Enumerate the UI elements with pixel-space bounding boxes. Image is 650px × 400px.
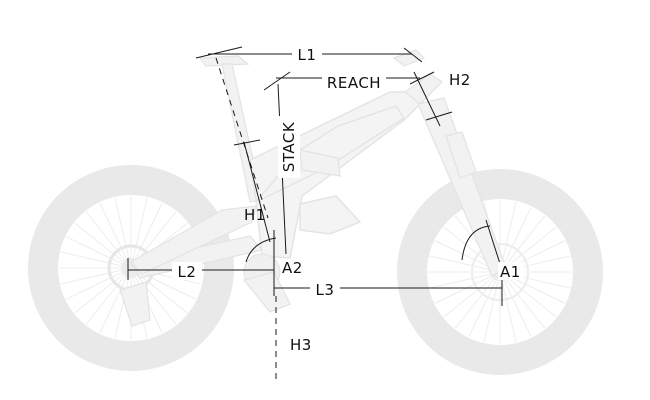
l2-label: L2 xyxy=(178,263,197,281)
a2-angle: A2 xyxy=(245,230,303,277)
a2-label: A2 xyxy=(282,259,303,277)
h2-dimension: H2 xyxy=(413,71,471,127)
spoke xyxy=(85,267,132,325)
chainstay xyxy=(130,235,264,279)
stack-label: STACK xyxy=(280,121,298,172)
h3-label: H3 xyxy=(290,336,312,354)
l1-tick-right xyxy=(403,47,423,63)
reach-tick-left xyxy=(263,71,291,91)
h1-tick-top xyxy=(233,139,261,146)
rear-tyre xyxy=(28,165,234,371)
spoke xyxy=(499,206,532,273)
bike-silhouette xyxy=(28,49,603,375)
spoke xyxy=(99,267,132,334)
h2-label: H2 xyxy=(449,71,471,89)
reach-dimension: REACH xyxy=(263,70,435,92)
h1-label: H1 xyxy=(244,206,266,224)
a2-arc xyxy=(245,237,277,263)
l2-label-bg xyxy=(172,262,202,280)
fork-stanchion xyxy=(445,131,477,179)
spoke xyxy=(468,271,501,338)
stack-dimension: STACK xyxy=(277,83,300,255)
front-wheel xyxy=(397,169,603,375)
a1-label: A1 xyxy=(500,263,521,281)
motor-housing xyxy=(299,195,362,235)
a1-arc xyxy=(461,225,491,261)
seatstay xyxy=(130,205,257,275)
front-rotor xyxy=(471,243,529,301)
spoke xyxy=(443,271,501,318)
spoke xyxy=(130,202,163,269)
reach-tick-right xyxy=(409,71,435,85)
derailleur xyxy=(119,281,151,327)
spoke xyxy=(99,202,132,269)
l1-dimension: L1 xyxy=(195,44,423,64)
spoke xyxy=(74,267,132,314)
h1-line xyxy=(243,141,271,243)
handlebar xyxy=(392,49,426,67)
spoke xyxy=(114,197,132,269)
spoke xyxy=(60,251,132,269)
dimension-lines: L1 REACH H2 STACK H1 xyxy=(127,44,524,382)
spoke xyxy=(85,211,132,269)
h1-dimension: H1 xyxy=(233,139,271,243)
l1-tick-left xyxy=(195,46,243,59)
front-tyre xyxy=(397,169,603,375)
crank-arm xyxy=(242,271,291,313)
l1-label-bg xyxy=(292,44,322,64)
rear-shock xyxy=(299,149,341,177)
spoke xyxy=(454,271,501,329)
l1-label: L1 xyxy=(298,46,317,64)
reach-label-bg xyxy=(322,70,386,90)
reach-label: REACH xyxy=(327,74,381,92)
a1-axis xyxy=(485,219,503,271)
spoke xyxy=(130,267,177,325)
l3-dimension: L3 xyxy=(274,280,503,306)
stack-label-bg xyxy=(278,116,300,178)
l3-label-bg xyxy=(310,280,340,298)
spoke xyxy=(74,222,132,269)
spoke xyxy=(429,255,501,273)
h3-dimension: H3 xyxy=(275,296,312,382)
spoke xyxy=(65,267,132,300)
spoke xyxy=(499,271,546,329)
spoke xyxy=(130,197,148,269)
spoke xyxy=(60,267,132,285)
spoke xyxy=(499,271,517,343)
spoke xyxy=(429,271,501,289)
h2-tick-bottom xyxy=(425,111,453,121)
spoke xyxy=(65,236,132,269)
l2-dimension: L2 xyxy=(127,256,275,296)
spoke xyxy=(483,271,501,343)
a1-angle: A1 xyxy=(461,219,524,281)
l3-label: L3 xyxy=(316,281,335,299)
stem xyxy=(404,73,443,105)
front-spokes xyxy=(428,200,572,344)
spoke xyxy=(499,271,532,338)
rear-wheel xyxy=(28,165,234,371)
saddle xyxy=(198,55,250,67)
a1-label-bg xyxy=(498,262,524,280)
